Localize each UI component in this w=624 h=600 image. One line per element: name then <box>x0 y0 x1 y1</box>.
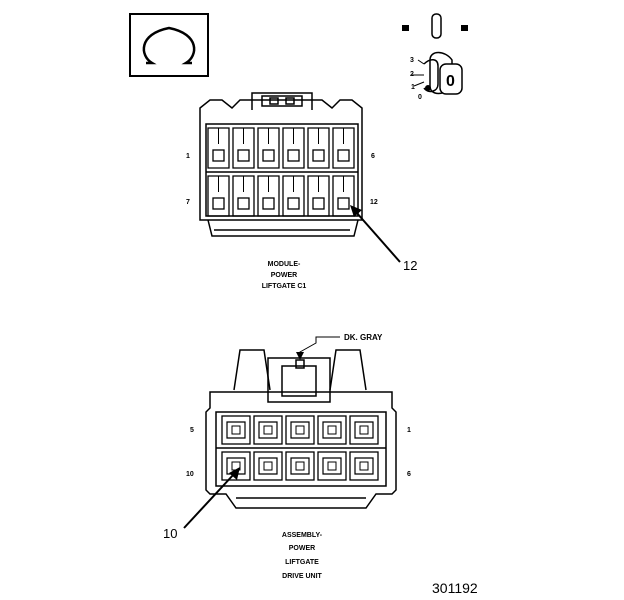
drive-cavity <box>253 451 283 481</box>
c1-cavity <box>207 127 230 169</box>
c1-pin-12-label: 12 <box>370 199 378 206</box>
c1-cavity <box>282 175 305 217</box>
c1-label-line-3: LIFTGATE C1 <box>262 283 307 290</box>
drive-cavity <box>349 415 379 445</box>
c1-cavity <box>307 175 330 217</box>
drive-pin-10-label: 10 <box>186 471 194 478</box>
c1-cavity <box>232 127 255 169</box>
c1-pin-1-label: 1 <box>186 153 190 160</box>
drive-pin-5-label: 5 <box>190 427 194 434</box>
connector-drive-unit <box>205 349 397 509</box>
c1-pin-6-label: 6 <box>371 153 375 160</box>
connector-c1-cavities <box>207 127 355 217</box>
drive-cavity <box>253 415 283 445</box>
drive-cavity <box>221 415 251 445</box>
c1-cavity <box>332 127 355 169</box>
drive-pin-6-label: 6 <box>407 471 411 478</box>
connector-drive-cavities <box>221 415 379 481</box>
color-leader-line <box>296 336 340 360</box>
c1-pin-7-label: 7 <box>186 199 190 206</box>
c1-cavity <box>207 175 230 217</box>
c1-label-line-1: MODULE- <box>268 261 301 268</box>
key-position-0: 0 <box>418 94 422 101</box>
ground-symbol-icon <box>129 13 209 77</box>
c1-cavity <box>232 175 255 217</box>
drive-label-line-4: DRIVE UNIT <box>282 573 322 580</box>
drive-cavity <box>285 451 315 481</box>
drive-label-line-2: POWER <box>289 545 315 552</box>
drive-cavity <box>285 415 315 445</box>
color-label: DK. GRAY <box>344 333 383 342</box>
c1-label-line-2: POWER <box>271 272 297 279</box>
key-letter: 0 <box>446 73 455 90</box>
key-position-1: 1 <box>411 84 415 91</box>
callout-12-arrow <box>350 205 401 263</box>
c1-cavity <box>307 127 330 169</box>
callout-10-label: 10 <box>163 526 177 541</box>
drive-label-line-1: ASSEMBLY- <box>282 532 323 539</box>
key-position-3: 3 <box>410 57 414 64</box>
c1-cavity <box>282 127 305 169</box>
c1-cavity <box>257 127 280 169</box>
ignition-key-icon <box>402 13 468 95</box>
callout-12-label: 12 <box>403 258 417 273</box>
callout-10-arrow <box>183 467 240 529</box>
drive-cavity <box>317 415 347 445</box>
connector-c1 <box>199 92 363 237</box>
drive-pin-1-label: 1 <box>407 427 411 434</box>
drive-cavity <box>317 451 347 481</box>
figure-number: 301192 <box>432 580 478 596</box>
drive-label-line-3: LIFTGATE <box>285 559 319 566</box>
drive-cavity <box>349 451 379 481</box>
c1-cavity <box>332 175 355 217</box>
c1-cavity <box>257 175 280 217</box>
key-position-2: 2 <box>410 71 414 78</box>
